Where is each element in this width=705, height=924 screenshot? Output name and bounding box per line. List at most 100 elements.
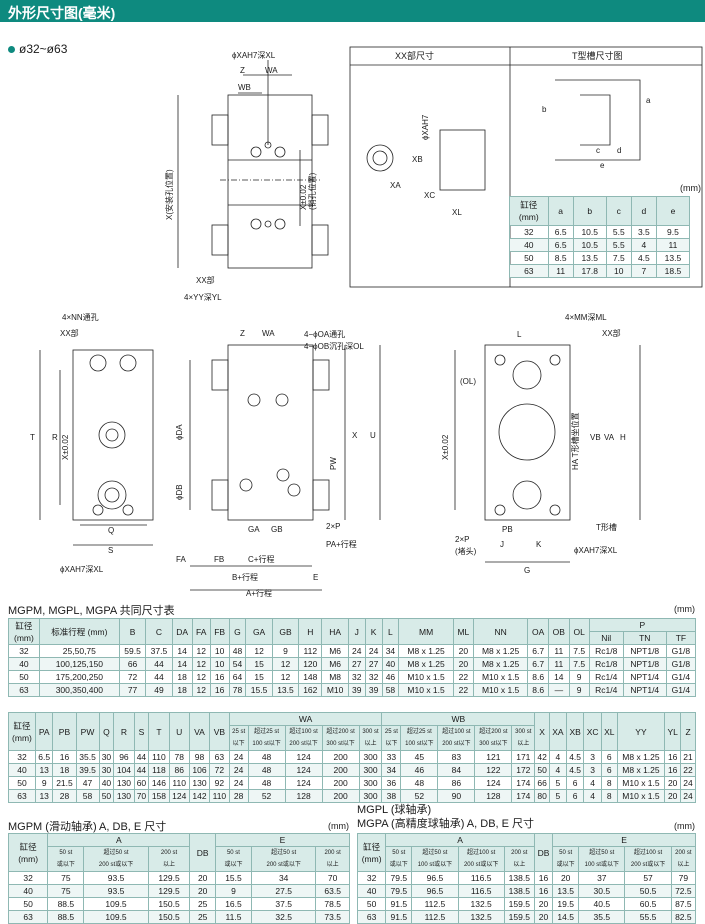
table-cell: 3.5 [630,225,657,239]
table-cell: 58 [381,683,400,697]
table-cell: 47 [75,776,100,790]
label-c-stroke: C+行程 [248,554,274,564]
common-h-tf: TF [665,631,697,645]
second-h-Z: Z [680,712,696,751]
table-cell: 7.5 [605,251,632,265]
label-va: VA [604,433,615,442]
common-h-H: H [298,618,323,645]
table-cell: 4 [548,750,567,764]
label-e-dim: E [313,573,318,582]
table-cell: 63 [209,750,230,764]
mgpl-a-sub-3a: 超过100 st [466,850,496,856]
table-cell: 20 [533,910,554,924]
table-cell: M10 x 1.5 [472,683,529,697]
table-cell: 50 [7,897,49,911]
table-cell: 8.6 [527,683,549,697]
table-cell: 40 [509,238,549,252]
table-cell: 83 [437,750,476,764]
table-cell: 132.5 [457,897,505,911]
table-cell: G1/8 [665,657,697,671]
table-cell: 40 [356,884,387,898]
table-cell: 90 [437,789,476,803]
mgpl-a-sub-3b: 200 st或以下 [463,862,499,868]
table-cell: 87.5 [670,897,697,911]
table-cell: 300 [358,789,383,803]
table-cell: Rc1/8 [588,657,624,671]
table-cell: 116.5 [457,884,505,898]
table-cell: 78 [168,750,190,764]
table-cell: 45 [400,750,439,764]
mgpl-h-bore: 缸径 (mm) [356,833,387,872]
table-cell: 118 [148,763,170,777]
mgpm-h-bore: 缸径 (mm) [7,833,49,872]
table-cell: 14 [171,657,193,671]
label-nn: 4×NN通孔 [62,312,99,322]
common-h-nil: Nil [588,631,624,645]
table-cell: NPT1/8 [622,657,667,671]
label-x-install: X(安装孔位置) [164,169,174,220]
table-cell: 18.5 [655,264,691,278]
table-cell: 32 [509,225,549,239]
label-xa: XA [390,181,401,190]
table-cell: 35.5 [578,910,626,924]
table-cell: 88.5 [47,910,85,924]
table-cell: 11 [547,264,574,278]
mgpl-a-sub-4a: 200 st [511,850,528,856]
table-cell: 200 [321,789,360,803]
table-cell: 93.5 [83,871,149,885]
mgpl-h-A: A [385,833,535,847]
table-cell: 30.5 [578,884,626,898]
table-cell: G1/4 [665,683,697,697]
table-cell: 20 [452,644,474,658]
table-cell: 20 [664,776,682,790]
table-cell: 24 [680,776,696,790]
table-cell: 104 [113,763,135,777]
wb-sub-3a: 超过100 st [442,729,471,735]
table-cell: 8.6 [527,670,549,684]
label-s: S [108,546,113,555]
table-cell: 22 [452,683,474,697]
second-h-VA: VA [188,712,211,751]
table-cell: 79.5 [385,884,413,898]
table-cell: NPT1/4 [622,683,667,697]
table-cell: 6 [600,750,618,764]
table-cell: 73.5 [315,910,350,924]
table-cell: 33 [381,750,402,764]
second-h-X: X [534,712,550,751]
table-cell: 25,50,75 [38,644,120,658]
table-cell: 14 [548,670,570,684]
mgpm-e-sub-3b: 以上 [326,862,339,868]
label-u: U [370,431,376,440]
common-h-L: L [381,618,400,645]
common-h-GB: GB [271,618,300,645]
table-cell: 17.8 [572,264,607,278]
table-cell: 48 [228,644,247,658]
common-h-DA: DA [171,618,193,645]
series-text: ø32~ø63 [19,42,68,56]
table-cell: 63 [356,910,387,924]
table-cell: 24 [364,644,383,658]
label-a-stroke: A+行程 [246,588,272,598]
table-cell: 72.5 [670,884,697,898]
table-cell: 4 [583,789,602,803]
mgpm-e-sub-2b: 200 st或以下 [266,862,301,868]
label-yy: 4×YY深YL [184,293,222,302]
wa-sub-3a: 超过100 st [289,729,318,735]
table-cell: 21 [680,750,696,764]
table-cell: 124 [474,776,513,790]
table-cell: 75 [47,884,85,898]
table-cell: 300 [358,750,383,764]
label-wb: WB [238,83,251,92]
table-cell: 30 [98,750,115,764]
wb-sub-1a: 25 st [384,729,398,735]
